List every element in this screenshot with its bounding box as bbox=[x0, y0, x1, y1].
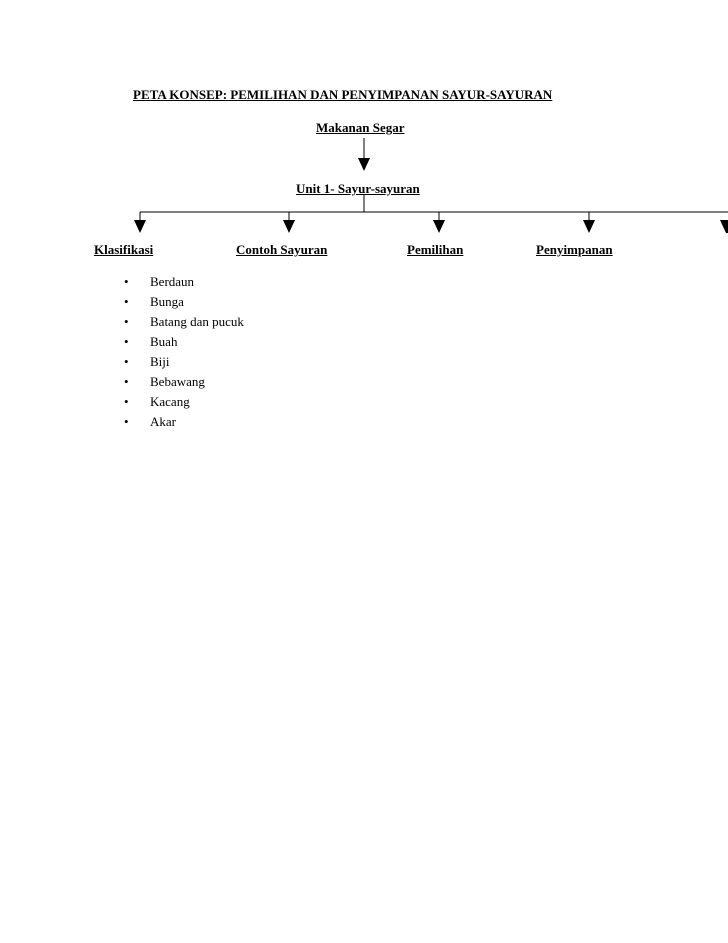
list-item: •Kacang bbox=[124, 392, 244, 412]
node-klasifikasi: Klasifikasi bbox=[94, 242, 154, 257]
arrowhead-unit bbox=[358, 158, 370, 171]
arrowhead-offpage bbox=[720, 220, 728, 233]
node-unit-1: Unit 1- Sayur-sayuran bbox=[296, 181, 420, 196]
arrowhead-klasifikasi bbox=[134, 220, 146, 233]
list-item: •Bunga bbox=[124, 292, 244, 312]
node-makanan-segar: Makanan Segar bbox=[316, 120, 405, 135]
node-penyimpanan: Penyimpanan bbox=[536, 242, 613, 257]
bullet-icon: • bbox=[124, 294, 129, 309]
bullet-icon: • bbox=[124, 334, 129, 349]
list-item: •Biji bbox=[124, 352, 244, 372]
list-item: •Batang dan pucuk bbox=[124, 312, 244, 332]
arrowhead-contoh bbox=[283, 220, 295, 233]
bullet-icon: • bbox=[124, 354, 129, 369]
bullet-icon: • bbox=[124, 394, 129, 409]
bullet-icon: • bbox=[124, 314, 129, 329]
page-title: PETA KONSEP: PEMILIHAN DAN PENYIMPANAN S… bbox=[133, 87, 553, 102]
list-item: •Bebawang bbox=[124, 372, 244, 392]
list-item: •Berdaun bbox=[124, 272, 244, 292]
arrowhead-penyimpanan bbox=[583, 220, 595, 233]
node-contoh-sayuran: Contoh Sayuran bbox=[236, 242, 328, 257]
node-pemilihan: Pemilihan bbox=[407, 242, 464, 257]
arrowhead-pemilihan bbox=[433, 220, 445, 233]
bullet-icon: • bbox=[124, 374, 129, 389]
bullet-icon: • bbox=[124, 274, 129, 289]
list-item: •Buah bbox=[124, 332, 244, 352]
klasifikasi-list: •Berdaun •Bunga •Batang dan pucuk •Buah … bbox=[124, 272, 244, 432]
bullet-icon: • bbox=[124, 414, 129, 429]
list-item: •Akar bbox=[124, 412, 244, 432]
